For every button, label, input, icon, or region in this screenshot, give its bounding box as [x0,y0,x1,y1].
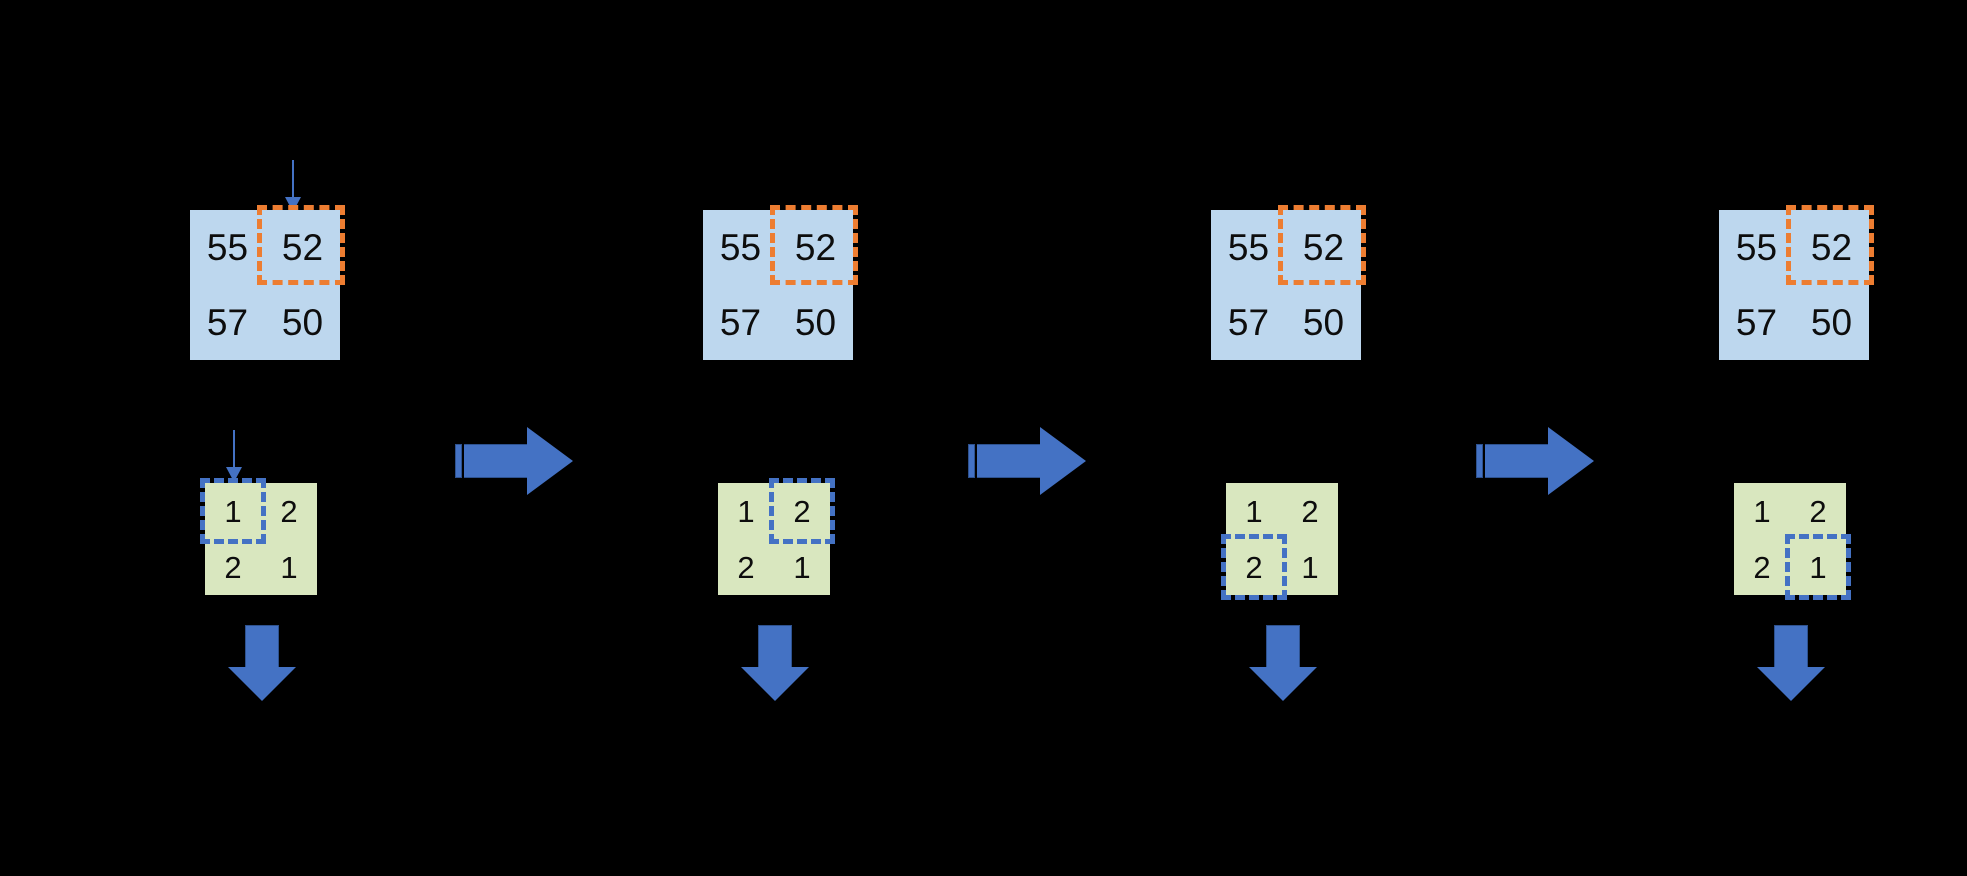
output-cell-r0c0: 1 [737,493,755,529]
input-matrix: 55 52 57 50 [1719,205,1874,360]
output-cell-r1c1: 1 [1809,549,1827,585]
output-cell-r0c1: 2 [1301,493,1319,529]
step-panel-2: 55 52 57 50 1 2 2 1 [513,0,1086,876]
right-block-arrow [455,427,573,495]
input-cell-r1c0: 57 [1735,302,1778,343]
down-block-arrow [228,625,296,701]
input-cell-r0c0: 55 [1227,227,1270,268]
input-matrix: 55 52 57 50 [1211,205,1366,360]
output-cell-r0c1: 2 [1809,493,1827,529]
output-matrix: 1 2 2 1 [718,478,835,595]
output-cell-r0c1: 2 [793,493,811,529]
output-cell-r1c0: 2 [1753,549,1771,585]
output-cell-r1c0: 2 [224,549,242,585]
right-arrow-tail [455,444,462,478]
input-cell-r0c0: 55 [719,227,762,268]
right-arrow-head [1548,427,1594,495]
input-cell-r0c0: 55 [1735,227,1778,268]
input-matrix: 55 52 57 50 [703,205,858,360]
output-cell-r1c0: 2 [737,549,755,585]
input-cell-r1c1: 50 [1302,302,1345,343]
right-arrow-body [1485,444,1549,478]
down-block-arrow [741,625,809,701]
input-cell-r0c0: 55 [206,227,249,268]
down-block-arrow [1757,625,1825,701]
output-cell-r1c0: 2 [1245,549,1263,585]
right-arrow-tail [1476,444,1483,478]
output-cell-r1c1: 1 [793,549,811,585]
pointer-arrow-shaft [233,430,235,468]
right-arrow-body [977,444,1041,478]
right-arrow-head [527,427,573,495]
pointer-arrow-shaft [292,160,294,198]
right-block-arrow [968,427,1086,495]
down-arrow-head [1757,667,1825,701]
down-arrow-head [741,667,809,701]
output-cell-r0c0: 1 [224,493,242,529]
down-arrow-body [1774,625,1808,667]
step-panel-3: 55 52 57 50 1 2 2 1 [1021,0,1594,876]
output-matrix: 1 2 2 1 [1221,483,1338,600]
input-cell-r0c1: 52 [1302,227,1345,268]
step-panel-1: 55 52 57 50 1 2 2 1 [0,0,573,876]
input-cell-r0c1: 52 [1810,227,1853,268]
input-cell-r1c1: 50 [1810,302,1853,343]
input-cell-r1c0: 57 [719,302,762,343]
right-arrow-body [464,444,528,478]
input-cell-r0c1: 52 [794,227,837,268]
input-cell-r1c1: 50 [794,302,837,343]
input-cell-r1c1: 50 [281,302,324,343]
down-arrow-head [228,667,296,701]
step-panel-4: 55 52 57 50 1 2 2 1 [1529,0,1949,876]
input-matrix: 55 52 57 50 [190,205,345,360]
right-arrow-tail [968,444,975,478]
input-cell-r1c0: 57 [1227,302,1270,343]
output-cell-r0c0: 1 [1245,493,1263,529]
right-block-arrow [1476,427,1594,495]
right-arrow-head [1040,427,1086,495]
input-cell-r0c1: 52 [281,227,324,268]
output-matrix: 1 2 2 1 [200,478,317,595]
down-block-arrow [1249,625,1317,701]
pointer-arrow-head [226,467,242,482]
output-cell-r1c1: 1 [280,549,298,585]
down-arrow-body [245,625,279,667]
output-matrix: 1 2 2 1 [1734,483,1851,600]
down-arrow-body [758,625,792,667]
output-cell-r1c1: 1 [1301,549,1319,585]
input-cell-r1c0: 57 [206,302,249,343]
pointer-arrow-into-blue-matrix [281,160,305,212]
pointer-arrow-into-green-matrix [222,430,246,482]
output-cell-r0c1: 2 [280,493,298,529]
down-arrow-body [1266,625,1300,667]
down-arrow-head [1249,667,1317,701]
output-cell-r0c0: 1 [1753,493,1771,529]
